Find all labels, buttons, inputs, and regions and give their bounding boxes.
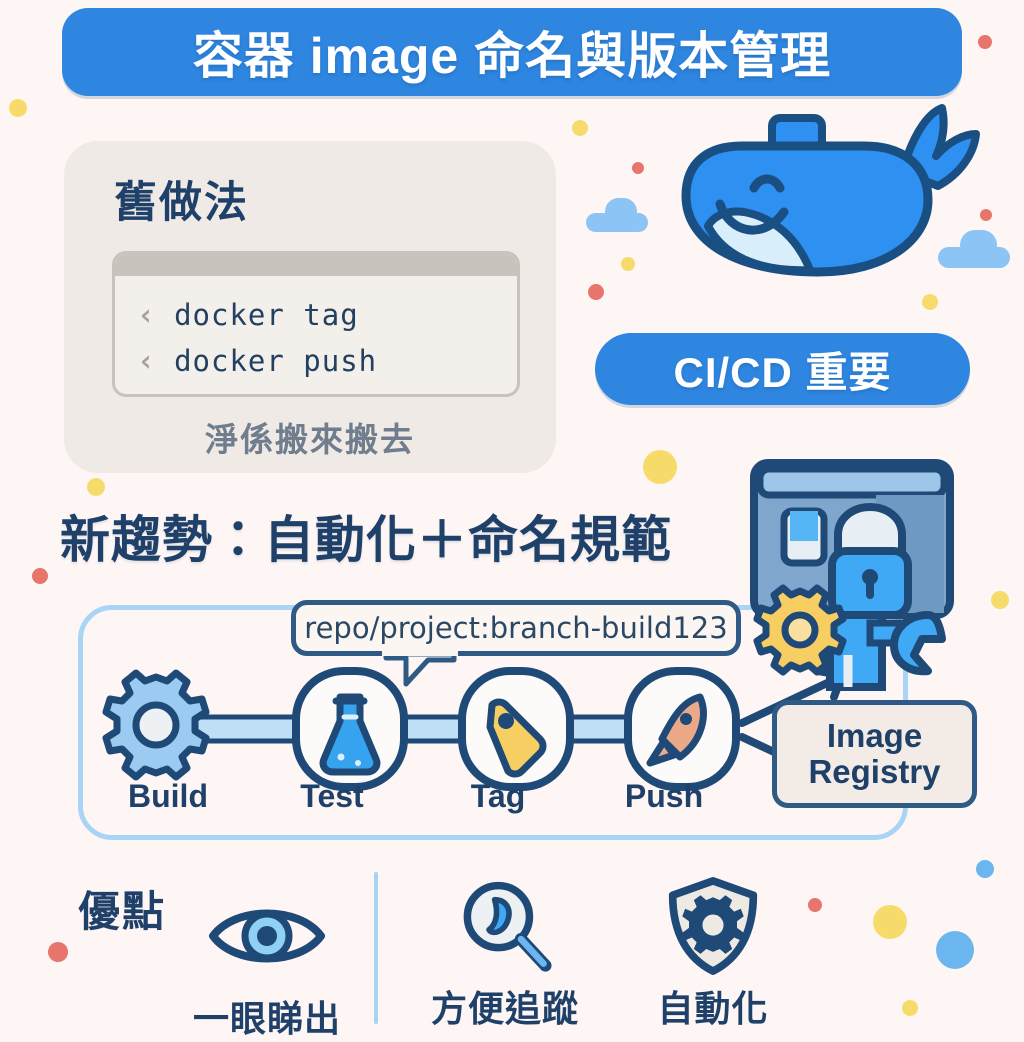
terminal-body: ‹ docker tag ‹ docker push [115, 276, 517, 394]
shield-gear-icon [618, 877, 808, 975]
benefit-item: 方便追蹤 [410, 880, 600, 1032]
image-tag-bubble: repo/project:branch-build123 [291, 600, 741, 656]
drive-icon [780, 507, 828, 567]
confetti-dot [621, 257, 635, 271]
benefit-label: 方便追蹤 [430, 988, 579, 1029]
lock-icon [828, 502, 912, 619]
pipeline-node-tag [458, 667, 574, 791]
cloud-icon [586, 198, 648, 232]
eye-icon [172, 890, 362, 982]
confetti-dot [978, 35, 992, 49]
confetti-dot [980, 209, 992, 221]
tag-icon [486, 698, 547, 778]
cloud-icon [938, 230, 1010, 268]
old-method-caption: 淨係搬來搬去 [205, 421, 415, 458]
confetti-dot [48, 942, 68, 962]
pipeline-node-push [624, 667, 740, 791]
registry-illustration [742, 455, 972, 745]
confetti-dot [936, 931, 974, 969]
confetti-dot [902, 1000, 918, 1016]
benefit-item: 自動化 [618, 877, 808, 1032]
pipeline-label-build: Build [128, 778, 208, 814]
rocket-icon [646, 693, 707, 767]
confetti-dot [572, 120, 588, 136]
prompt-chevron-icon: ‹ [137, 343, 157, 379]
wrench-icon [890, 611, 946, 676]
confetti-dot [873, 905, 907, 939]
terminal-command: docker push [174, 344, 378, 378]
cicd-badge-label: CI/CD 重要 [673, 348, 892, 396]
pipeline-label-push: Push [624, 778, 704, 814]
confetti-dot [588, 284, 604, 300]
old-method-card: 舊做法 ‹ docker tag ‹ docker push 淨係搬來搬去 [64, 141, 556, 473]
magnifier-icon [410, 880, 600, 972]
bubble-tail-icon [382, 650, 458, 687]
pipeline-node-test [292, 667, 408, 791]
image-tag-text: repo/project:branch-build123 [304, 611, 728, 645]
benefits-heading: 優點 [78, 888, 167, 935]
gear-icon [753, 584, 847, 676]
benefits-divider [374, 872, 378, 1024]
pipeline-label-tag: Tag [470, 778, 526, 814]
benefit-label: 自動化 [657, 988, 769, 1029]
page-title: 容器 image 命名與版本管理 [192, 28, 832, 84]
old-method-heading: 舊做法 [114, 179, 249, 227]
confetti-dot [991, 591, 1009, 609]
confetti-dot [87, 478, 105, 496]
registry-label-line1: Image [826, 717, 923, 755]
registry-label-plate: Image Registry [772, 700, 977, 808]
confetti-dot [808, 898, 822, 912]
confetti-dot [32, 568, 48, 584]
cicd-badge: CI/CD 重要 [595, 333, 970, 405]
terminal-window: ‹ docker tag ‹ docker push [112, 251, 520, 397]
terminal-line: ‹ docker push [137, 338, 517, 384]
confetti-dot [632, 162, 644, 174]
confetti-dot [643, 450, 677, 484]
gear-icon [102, 669, 210, 781]
benefit-item: 一眼睇出 [172, 890, 362, 1042]
prompt-chevron-icon: ‹ [137, 297, 157, 333]
terminal-titlebar [115, 254, 517, 276]
confetti-dot [9, 99, 27, 117]
benefit-label: 一眼睇出 [192, 998, 341, 1039]
confetti-dot [976, 860, 994, 878]
terminal-command: docker tag [174, 298, 359, 332]
confetti-dot [922, 294, 938, 310]
page-title-banner: 容器 image 命名與版本管理 [62, 8, 962, 96]
flask-icon [319, 693, 381, 776]
new-trend-heading: 新趨勢：自動化＋命名規範 [60, 512, 672, 568]
pipeline-label-test: Test [300, 778, 364, 814]
terminal-line: ‹ docker tag [137, 292, 517, 338]
docker-whale-icon [650, 100, 980, 300]
registry-label-line2: Registry [808, 753, 941, 790]
